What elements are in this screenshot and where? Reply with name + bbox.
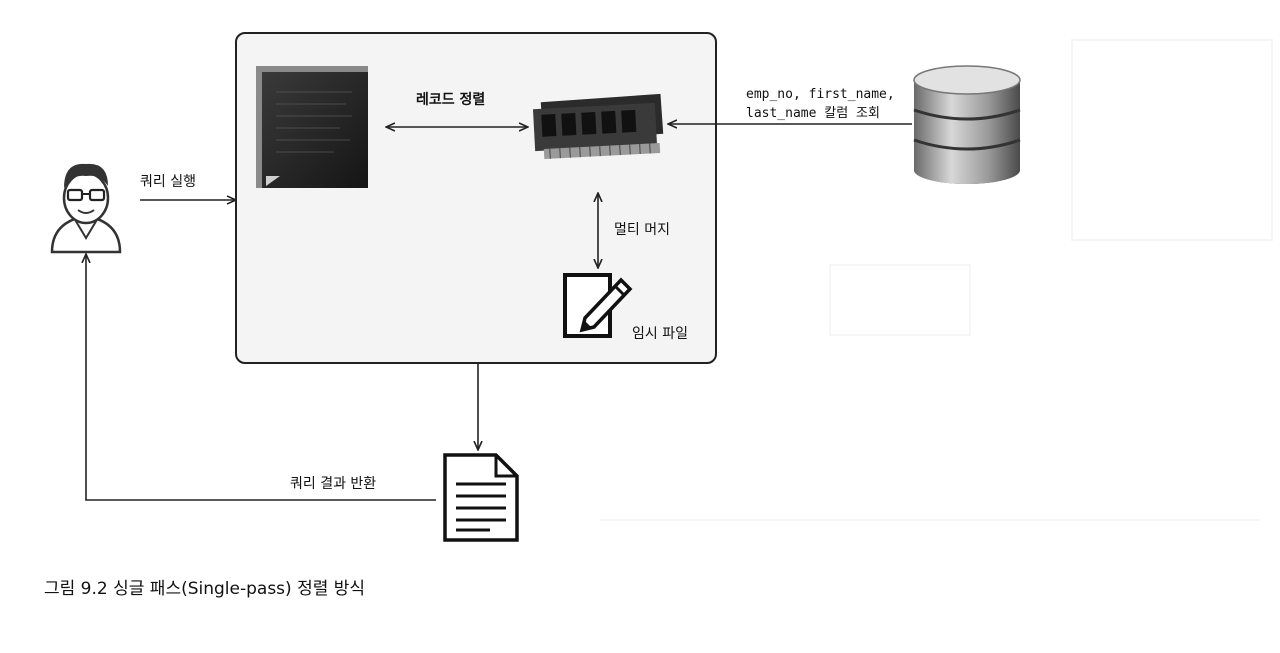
figure-caption: 그림 9.2 싱글 패스(Single-pass) 정렬 방식: [44, 579, 366, 599]
database-cylinder-icon: [913, 65, 1021, 184]
cpu-chip-icon: [256, 66, 368, 188]
label-multi-merge: 멀티 머지: [614, 222, 670, 238]
document-icon: [443, 453, 519, 542]
user-with-glasses-icon: [50, 163, 122, 254]
label-record-sort: 레코드 정렬: [416, 91, 485, 108]
label-columns-line1: emp_no, first_name,: [746, 87, 895, 102]
label-query-result: 쿼리 결과 반환: [290, 476, 376, 492]
label-query-exec: 쿼리 실행: [140, 174, 196, 190]
arrows: [86, 124, 912, 501]
arrow-result-return: [86, 254, 436, 501]
label-columns-line2: last_name 칼럼 조회: [746, 106, 880, 121]
file-edit-pencil-icon: [563, 273, 633, 338]
label-temp-file: 임시 파일: [632, 326, 688, 342]
background-bleed: [600, 39, 1273, 521]
memory-ram-icon: [532, 93, 664, 160]
